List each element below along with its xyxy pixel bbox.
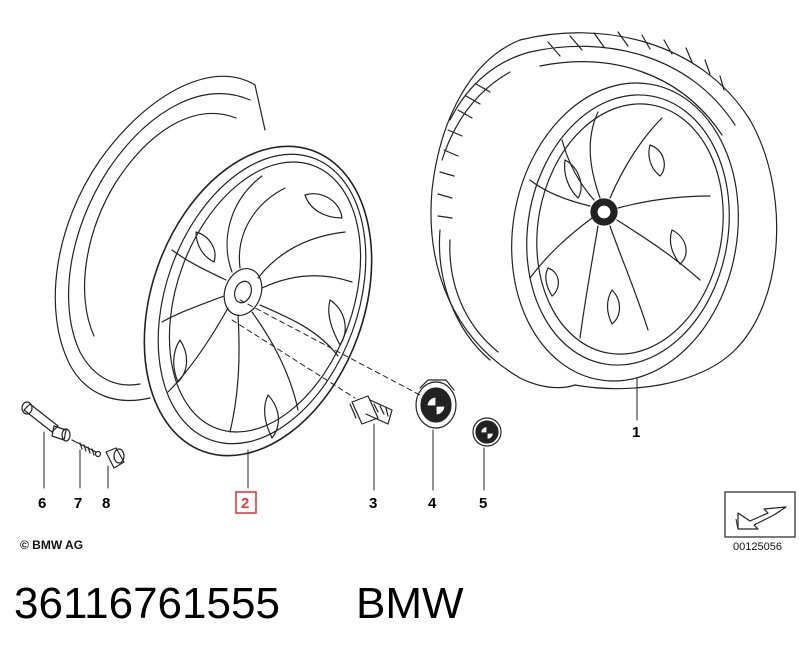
callout-3[interactable]: 3 bbox=[369, 495, 377, 512]
part-number: 36116761555 bbox=[14, 579, 280, 628]
wheel-tyre-drawing bbox=[430, 31, 778, 390]
rim-drawing bbox=[54, 75, 373, 457]
callout-1[interactable]: 1 bbox=[632, 424, 640, 441]
valve-cap-drawing bbox=[105, 447, 125, 469]
valve-insert-drawing bbox=[71, 439, 102, 458]
reference-arrow-icon bbox=[724, 491, 796, 538]
copyright-notice: © BMW AG bbox=[20, 538, 84, 552]
callout-5[interactable]: 5 bbox=[479, 495, 487, 512]
callout-2-highlight bbox=[235, 491, 257, 514]
hub-cap-drawing bbox=[415, 379, 457, 429]
emblem-drawing bbox=[472, 417, 502, 447]
callout-7[interactable]: 7 bbox=[74, 495, 82, 512]
valve-drawing bbox=[21, 401, 71, 442]
brand-name: BMW bbox=[356, 579, 464, 628]
parts-diagram: 1 2 3 4 5 6 7 8 bbox=[21, 31, 778, 514]
wheel-bolt-drawing bbox=[349, 395, 393, 425]
leader-lines bbox=[43, 377, 638, 491]
callout-8[interactable]: 8 bbox=[102, 495, 110, 512]
callout-4[interactable]: 4 bbox=[428, 495, 437, 512]
callout-6[interactable]: 6 bbox=[38, 495, 46, 512]
callout-2[interactable]: 2 bbox=[241, 495, 249, 512]
diagram-reference-number: 00125056 bbox=[733, 541, 782, 553]
